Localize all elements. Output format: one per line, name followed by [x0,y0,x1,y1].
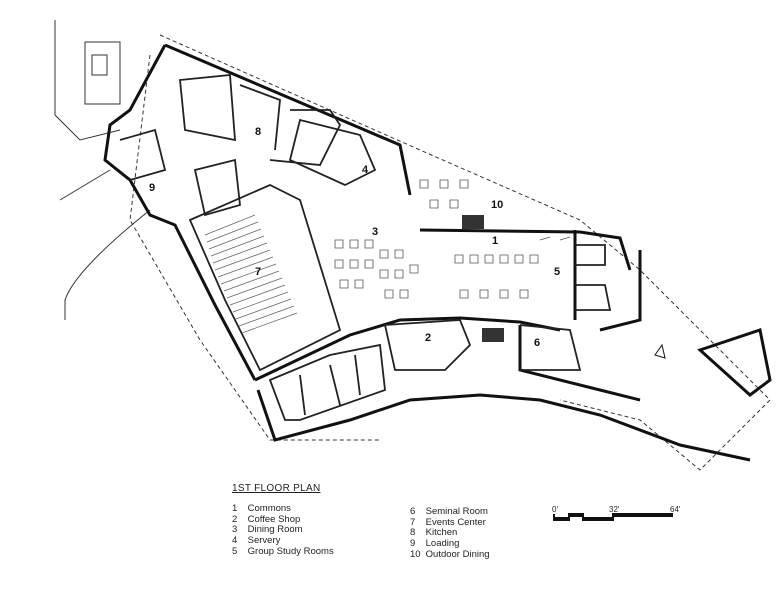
room-label-kitchen: 8 [255,126,261,138]
legend-right: 6 Seminal Room 7 Events Center 8 Kitchen… [410,506,490,561]
legend-left: 1 Commons 2 Coffee Shop 3 Dining Room 4 … [232,503,334,558]
scale-bar: 0' 32' 64' [552,505,687,535]
legend-item: 5 Group Study Rooms [232,545,334,557]
legend-item: 7 Events Center [410,516,486,528]
north-arrow [654,343,666,359]
property-line [159,34,771,471]
coffee-shop-walls [383,319,472,371]
room-label-coffee-shop: 2 [425,332,431,344]
room-label-events-center: 7 [255,266,261,278]
site-line [59,169,111,201]
restroom-walls [268,343,386,421]
scale-tick: 32' [609,505,620,514]
kitchen-walls [179,74,342,166]
room-label-commons: 1 [492,235,498,247]
seminar-room-walls [519,324,582,371]
legend-item: 4 Servery [232,535,281,547]
room-label-loading: 9 [149,182,155,194]
room-label-servery: 4 [362,164,369,176]
events-center-walls [188,184,342,372]
site-line [64,209,151,320]
legend-item: 9 Loading [410,538,460,550]
entry-stair [462,215,484,229]
room-label-group-study: 5 [554,266,560,278]
plan-title: 1ST FLOOR PLAN [232,483,321,494]
study-room-walls [575,244,612,311]
entry-stair [482,328,504,342]
legend-item: 8 Kitchen [410,527,458,539]
room-label-outdoor-dining: 10 [491,199,503,211]
room-label-dining-room: 3 [372,226,378,238]
loading-equipment [84,41,121,105]
scale-tick: 0' [552,505,558,514]
exterior-wall [164,43,412,196]
legend-item: 3 Dining Room [232,524,303,536]
site-line [54,20,121,141]
scale-tick: 64' [670,505,681,514]
legend-item: 10 Outdoor Dining [410,548,490,560]
legend-item: 1 Commons [232,503,291,514]
legend-item: 6 Seminal Room [410,506,488,517]
floor-plan-drawing: 1 2 3 4 5 6 7 8 9 10 [54,20,772,471]
legend-item: 2 Coffee Shop [232,513,301,525]
dining-tables [334,179,571,299]
servery-walls [288,118,377,186]
room-label-seminal-room: 6 [534,337,540,349]
events-seating [204,214,298,334]
